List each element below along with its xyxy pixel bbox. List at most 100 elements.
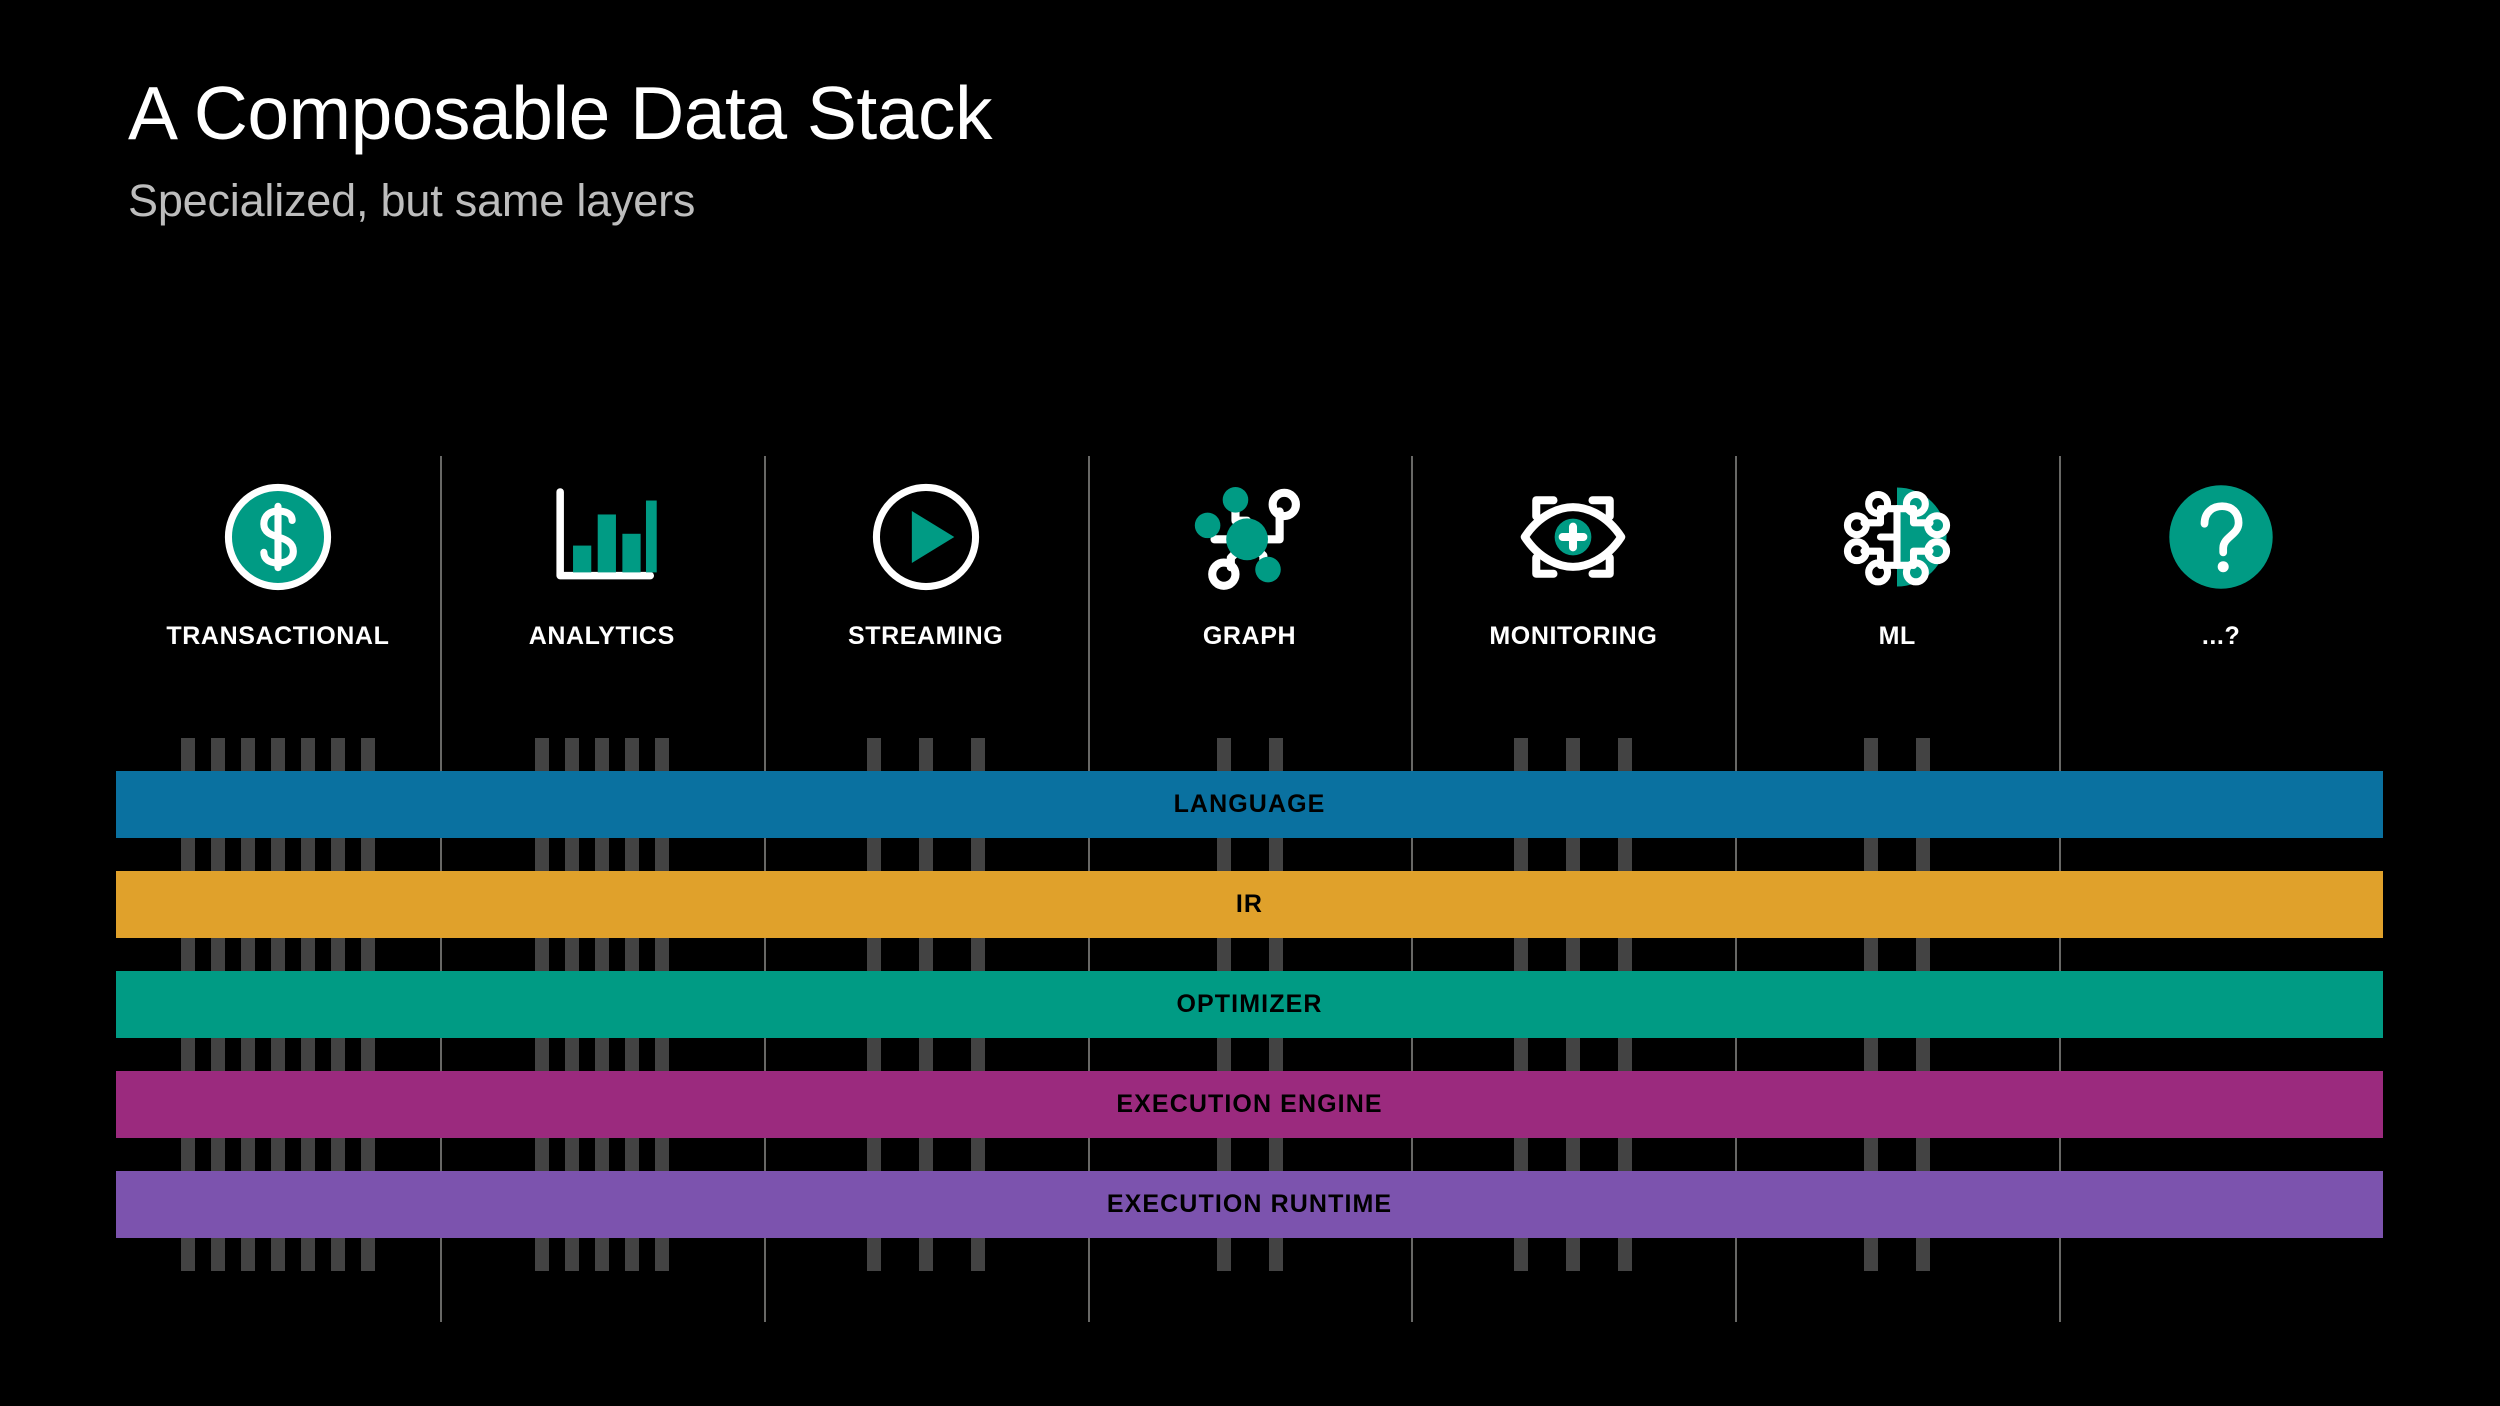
layer-bar-language[interactable]: LANGUAGE bbox=[116, 771, 2383, 838]
layer-bar-execution-engine[interactable]: EXECUTION ENGINE bbox=[116, 1071, 2383, 1138]
connector-pin bbox=[564, 1138, 579, 1171]
connector-pin bbox=[1566, 1238, 1581, 1271]
connector-pin-group bbox=[2059, 738, 2383, 771]
connector-pin-group bbox=[1411, 1238, 1735, 1271]
connector-pin bbox=[180, 1238, 195, 1271]
connector-pin bbox=[330, 938, 345, 971]
connector-pin bbox=[210, 1238, 225, 1271]
connector-pin bbox=[240, 838, 255, 871]
connector-pin bbox=[624, 1138, 639, 1171]
connector-pin bbox=[240, 1038, 255, 1071]
connector-pin bbox=[210, 1138, 225, 1171]
column-monitoring[interactable]: MONITORING bbox=[1411, 456, 1735, 696]
dollar-circle-icon bbox=[208, 478, 348, 596]
play-circle-icon bbox=[856, 478, 996, 596]
connector-pin-group bbox=[1411, 938, 1735, 971]
connector-pin bbox=[270, 1238, 285, 1271]
connector-pin bbox=[654, 738, 669, 771]
connector-pin bbox=[1268, 938, 1283, 971]
connector-pin bbox=[240, 1238, 255, 1271]
connector-pin bbox=[1916, 1038, 1931, 1071]
connector-pin bbox=[1864, 1138, 1879, 1171]
connector-pin bbox=[534, 1038, 549, 1071]
connector-pin-group bbox=[440, 838, 764, 871]
connector-pin bbox=[594, 1038, 609, 1071]
connector-pin bbox=[1216, 738, 1231, 771]
column-streaming[interactable]: STREAMING bbox=[764, 456, 1088, 696]
column-unknown[interactable]: ...? bbox=[2059, 456, 2383, 696]
connector-pin bbox=[654, 938, 669, 971]
connector-pin-group bbox=[1735, 1138, 2059, 1171]
connector-pin bbox=[360, 738, 375, 771]
connector-pin-group bbox=[440, 1238, 764, 1271]
connector-pin bbox=[918, 938, 933, 971]
layer-bar-optimizer[interactable]: OPTIMIZER bbox=[116, 971, 2383, 1038]
connector-pin bbox=[1514, 1138, 1529, 1171]
connector-pin-group bbox=[1411, 1138, 1735, 1171]
connector-pin-group bbox=[1411, 838, 1735, 871]
connector-pin bbox=[360, 1238, 375, 1271]
connector-pin bbox=[1566, 1138, 1581, 1171]
column-label: MONITORING bbox=[1489, 622, 1658, 650]
connector-pin bbox=[866, 838, 881, 871]
column-transactional[interactable]: TRANSACTIONAL bbox=[116, 456, 440, 696]
connector-pin-group bbox=[764, 1238, 1088, 1271]
connector-pin bbox=[1514, 1238, 1529, 1271]
connector-pin-group bbox=[2059, 838, 2383, 871]
connector-pin bbox=[330, 1238, 345, 1271]
connector-pin bbox=[594, 738, 609, 771]
connector-pin bbox=[1514, 938, 1529, 971]
connector-pin bbox=[970, 738, 985, 771]
connector-pin bbox=[1268, 1138, 1283, 1171]
connector-pin bbox=[594, 938, 609, 971]
eye-scan-icon bbox=[1503, 478, 1643, 596]
connector-pin-row bbox=[116, 838, 2383, 871]
column-ml[interactable]: ML bbox=[1735, 456, 2059, 696]
connector-pin-group bbox=[440, 1038, 764, 1071]
connector-pin-group bbox=[440, 938, 764, 971]
connector-pin bbox=[1566, 938, 1581, 971]
connector-pin-group bbox=[1735, 938, 2059, 971]
column-analytics[interactable]: ANALYTICS bbox=[440, 456, 764, 696]
connector-pin bbox=[1916, 838, 1931, 871]
bar-chart-icon bbox=[532, 478, 672, 596]
connector-pin bbox=[866, 1038, 881, 1071]
connector-pin-row bbox=[116, 1138, 2383, 1171]
connector-pin bbox=[1864, 1038, 1879, 1071]
connector-pin-group bbox=[1088, 1138, 1412, 1171]
connector-pin bbox=[330, 1038, 345, 1071]
layer-bar-execution-runtime[interactable]: EXECUTION RUNTIME bbox=[116, 1171, 2383, 1238]
connector-pin-row bbox=[116, 1038, 2383, 1071]
connector-pin bbox=[1916, 938, 1931, 971]
connector-pin-group bbox=[116, 738, 440, 771]
connector-pin bbox=[210, 738, 225, 771]
connector-pin-group bbox=[764, 738, 1088, 771]
connector-pin bbox=[918, 1038, 933, 1071]
connector-pin bbox=[180, 1038, 195, 1071]
connector-pin bbox=[866, 1238, 881, 1271]
connector-pin bbox=[1864, 738, 1879, 771]
connector-pin bbox=[240, 1138, 255, 1171]
connector-pin bbox=[970, 838, 985, 871]
connector-pin bbox=[918, 1238, 933, 1271]
connector-pin bbox=[564, 838, 579, 871]
connector-pin bbox=[1618, 838, 1633, 871]
connector-pin bbox=[1216, 1138, 1231, 1171]
connector-pin bbox=[300, 938, 315, 971]
connector-pin bbox=[970, 1238, 985, 1271]
column-graph[interactable]: GRAPH bbox=[1088, 456, 1412, 696]
connector-pin bbox=[970, 938, 985, 971]
connector-pin bbox=[866, 738, 881, 771]
connector-pin bbox=[594, 838, 609, 871]
layer-bar-ir[interactable]: IR bbox=[116, 871, 2383, 938]
connector-pin bbox=[1216, 838, 1231, 871]
connector-pin bbox=[970, 1138, 985, 1171]
connector-pin bbox=[918, 838, 933, 871]
connector-pin bbox=[1618, 1238, 1633, 1271]
connector-pin bbox=[270, 938, 285, 971]
node-graph-icon bbox=[1180, 478, 1320, 596]
connector-pin-group bbox=[116, 1238, 440, 1271]
connector-pin bbox=[300, 738, 315, 771]
connector-pin-group bbox=[764, 938, 1088, 971]
